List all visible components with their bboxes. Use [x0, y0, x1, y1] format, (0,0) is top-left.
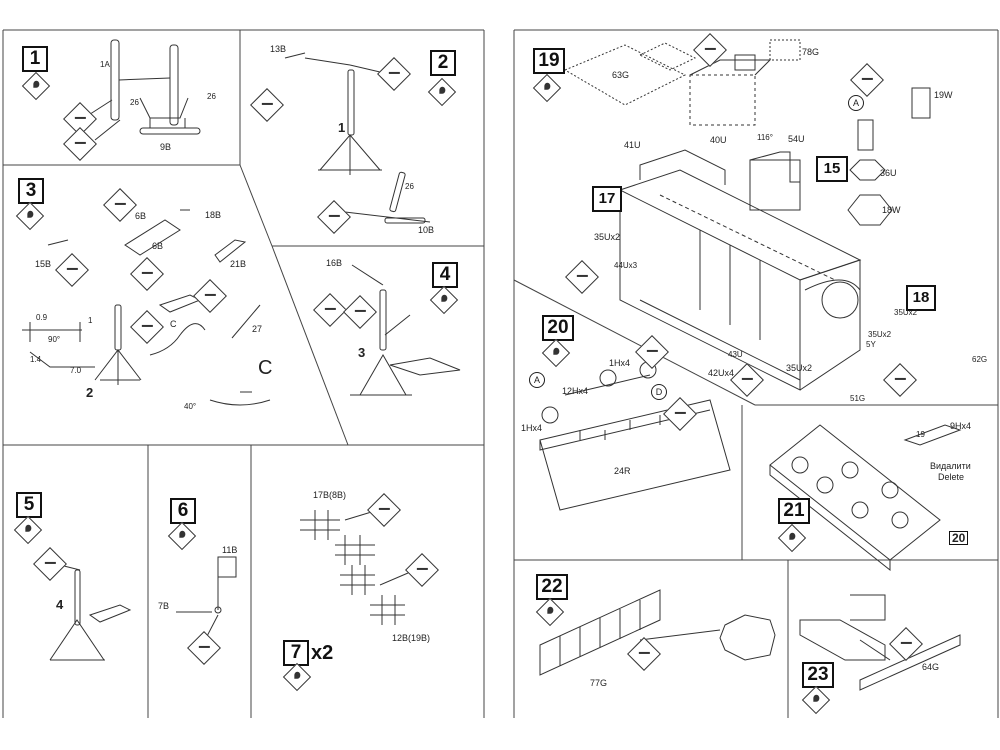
part-label: 2 [86, 385, 94, 400]
part-label: 18W [882, 205, 901, 215]
step19-drawing [563, 39, 931, 391]
step-number-17: 17 [592, 186, 622, 212]
part-label: 11B [222, 545, 238, 555]
part-label: 43U [728, 350, 743, 359]
part-label: 64G [922, 662, 940, 672]
part-label: 78G [802, 47, 820, 57]
step6-drawing [176, 556, 237, 641]
part-label: 1A [100, 60, 110, 69]
step22-drawing [539, 589, 776, 676]
panel-borders [2, 29, 999, 718]
part-label: C [170, 319, 177, 329]
step2-drawing [284, 52, 431, 224]
step4-drawing [350, 264, 461, 396]
part-label: 17B(8B) [313, 490, 347, 500]
dimension-label: 40° [184, 402, 197, 411]
step-number-6: 6 [170, 498, 196, 524]
part-label: 40U [710, 135, 727, 145]
part-label: 77G [590, 678, 608, 688]
step-number-19: 19 [533, 48, 565, 74]
step-number-7: 7 [283, 640, 309, 666]
part-label: 27 [252, 324, 263, 334]
part-label: 16B [326, 258, 343, 268]
step-number-18: 18 [906, 285, 936, 311]
delete-note-en: Delete [938, 472, 965, 482]
part-label: 3 [358, 345, 366, 360]
part-label: 1 [338, 120, 346, 135]
part-label: 7B [158, 601, 170, 611]
part-label: 5Y [866, 340, 876, 349]
part-label: 36U [880, 168, 897, 178]
step-number-4: 4 [432, 262, 458, 288]
step-number-21: 21 [778, 498, 810, 524]
step-number-1: 1 [22, 46, 48, 72]
part-label: 44Ux3 [614, 261, 638, 270]
part-label: 1Hx4 [609, 358, 631, 368]
step3-drawing [22, 209, 271, 406]
part-label: 54U [788, 134, 805, 144]
part-label: 42Ux4 [708, 368, 735, 378]
part-label: 9B [160, 142, 172, 152]
dimension-label: 1 [88, 316, 93, 325]
step-number-22: 22 [536, 574, 568, 600]
dimension-label: 90° [48, 335, 61, 344]
step-number-2: 2 [430, 50, 456, 76]
step-number-23: 23 [802, 662, 834, 688]
part-label: 35Ux2 [786, 363, 813, 373]
step-number-3: 3 [18, 178, 44, 204]
part-label: 35Ux2 [594, 232, 621, 242]
step1-drawing [83, 39, 201, 141]
part-label: 21B [230, 259, 247, 269]
part-label: C [258, 357, 273, 379]
part-label: 12B(19B) [392, 633, 431, 643]
part-label: 20 [949, 531, 969, 545]
step-number-5: 5 [16, 492, 42, 518]
part-label: 6B [152, 241, 164, 251]
part-label: 41U [624, 140, 641, 150]
dimension-label: 7.0 [70, 366, 82, 375]
part-label: 4 [56, 597, 64, 612]
step5-drawing [49, 564, 132, 661]
part-label: 10B [418, 225, 435, 235]
dimension-label: 1.4 [30, 355, 42, 364]
part-label: 63G [612, 70, 630, 80]
callout-marker: A [529, 372, 545, 388]
step21-drawing [769, 424, 962, 572]
dimension-label: 0.9 [36, 313, 48, 322]
part-label: 18B [205, 210, 222, 220]
part-label: 35Ux2 [894, 308, 918, 317]
callout-marker: A [848, 95, 864, 111]
part-label: 26 [207, 92, 216, 101]
callout-marker: D [651, 384, 667, 400]
part-label: 1Hx4 [521, 423, 543, 433]
step-number-20: 20 [542, 315, 574, 341]
part-label: 19W [934, 90, 953, 100]
step7-drawing [300, 509, 416, 625]
part-label: 6B [135, 211, 147, 221]
part-label: 51G [850, 394, 866, 403]
part-label: 12Hx4 [562, 386, 589, 396]
step-number-15: 15 [816, 156, 848, 182]
part-label: 15B [35, 259, 52, 269]
part-label: 13B [270, 44, 287, 54]
part-label: 116° [757, 133, 773, 142]
delete-note-ua: Видалити [930, 461, 971, 471]
part-label: 9Hx4 [950, 421, 972, 431]
part-label: 35Ux2 [868, 330, 892, 339]
part-label: 26 [405, 182, 414, 191]
step20-drawing [539, 361, 731, 511]
part-label: 19 [916, 430, 925, 439]
step-7-multiplier: x2 [311, 642, 334, 664]
part-label: 26 [130, 98, 139, 107]
part-label: 24R [614, 466, 631, 476]
part-label: 62G [972, 355, 988, 364]
step23-drawing [799, 594, 961, 691]
